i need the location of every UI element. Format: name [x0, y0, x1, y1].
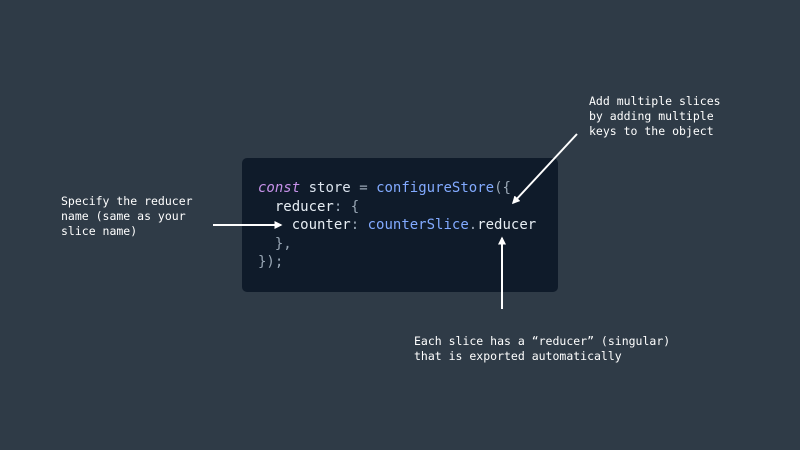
code-line-3: counter: counterSlice.reducer: [258, 216, 537, 235]
annotation-line: keys to the object: [589, 124, 714, 138]
annotation-line: by adding multiple: [589, 109, 714, 123]
annotation-line: that is exported automatically: [414, 349, 622, 363]
code-punctuation: ({: [494, 180, 511, 196]
annotation-line: slice name): [61, 224, 138, 238]
code-block: const store = configureStore({ reducer: …: [258, 179, 536, 272]
code-property: counter: [291, 217, 351, 233]
code-operator: =: [359, 180, 368, 196]
code-object: counterSlice: [367, 217, 469, 233]
code-property: reducer: [477, 217, 537, 233]
code-punctuation: :: [333, 198, 343, 215]
code-punctuation: .: [468, 217, 478, 233]
annotation-line: name (same as your: [61, 209, 186, 223]
code-keyword: const: [258, 180, 301, 196]
annotation-line: Each slice has a “reducer” (singular): [414, 334, 671, 348]
code-identifier: store: [308, 180, 351, 196]
code-line-5: });: [258, 253, 536, 272]
code-line-4: },: [258, 235, 536, 254]
code-punctuation: },: [274, 235, 292, 252]
annotation-line: Add multiple slices: [589, 94, 721, 108]
code-line-1: const store = configureStore({: [258, 179, 536, 198]
code-function: configureStore: [376, 180, 495, 196]
code-punctuation: :: [350, 217, 360, 233]
annotation-multiple-slices: Add multiple slices by adding multiple k…: [589, 94, 721, 139]
code-line-2: reducer: {: [258, 198, 536, 217]
annotation-slice-reducer: Each slice has a “reducer” (singular) th…: [414, 334, 670, 364]
code-property: reducer: [274, 198, 334, 215]
annotation-reducer-name: Specify the reducer name (same as your s…: [61, 194, 193, 239]
code-punctuation: {: [350, 198, 360, 215]
code-punctuation: });: [258, 254, 284, 270]
annotation-line: Specify the reducer: [61, 194, 193, 208]
code-panel: const store = configureStore({ reducer: …: [242, 158, 558, 292]
